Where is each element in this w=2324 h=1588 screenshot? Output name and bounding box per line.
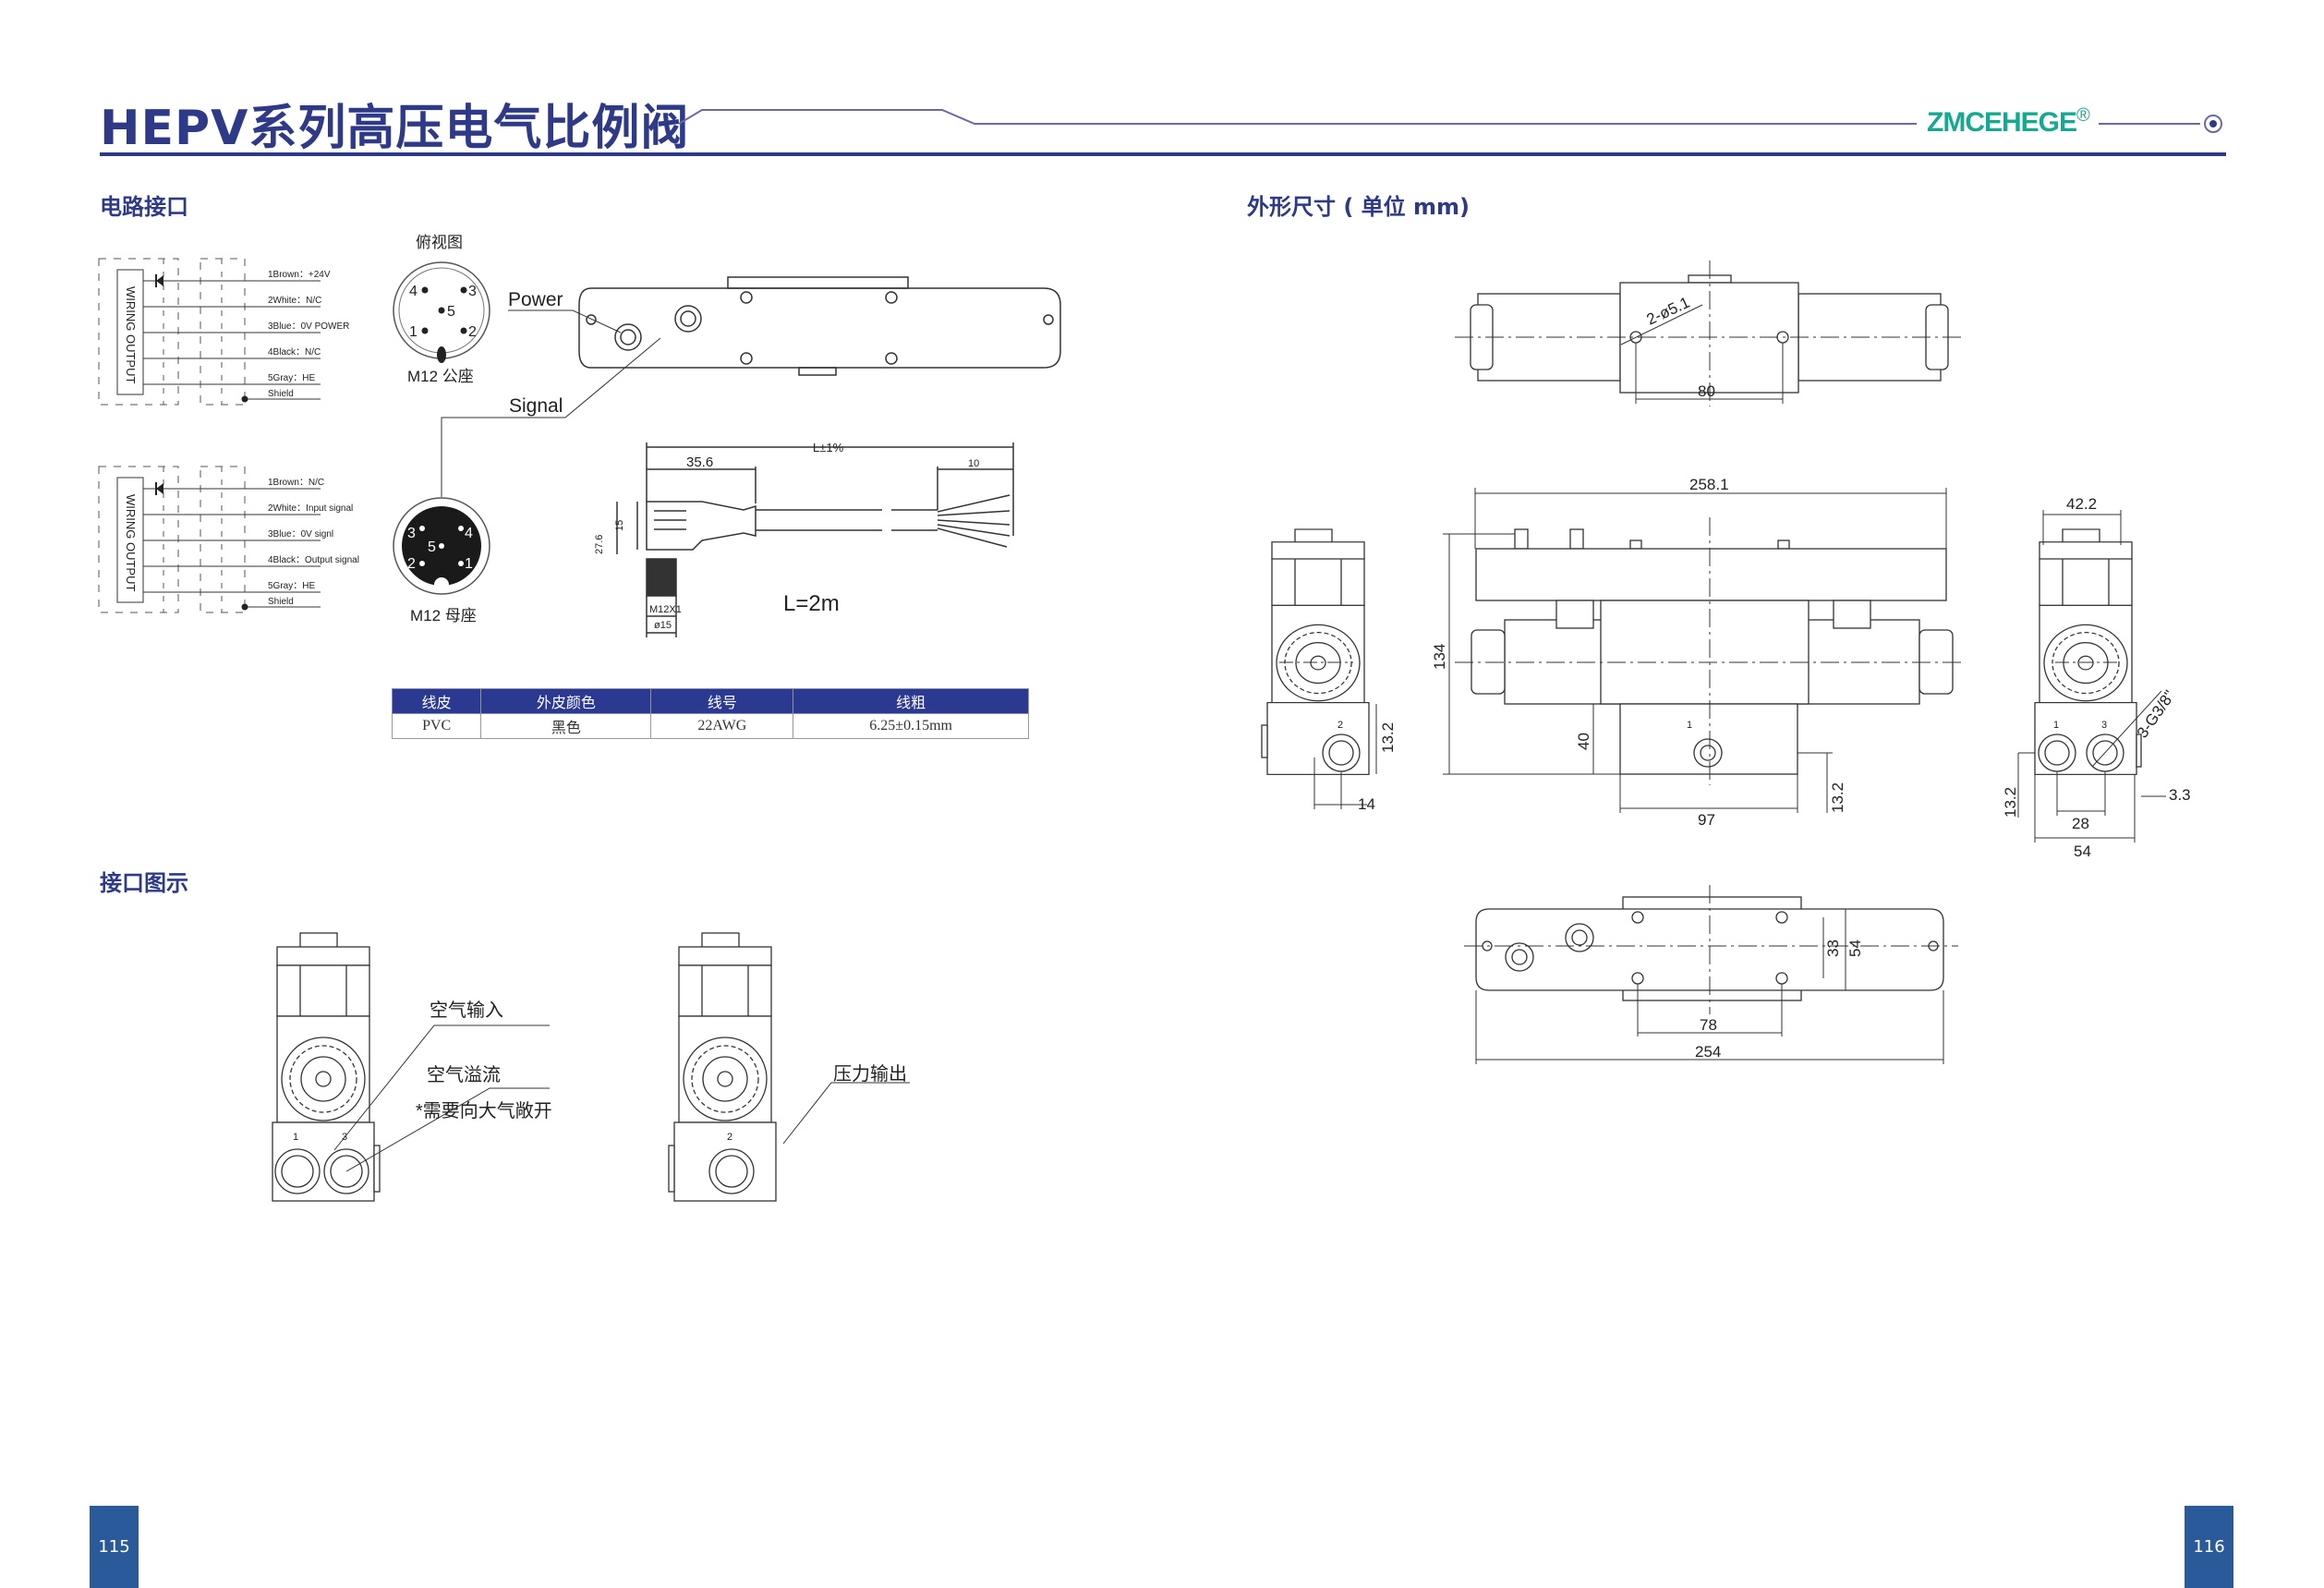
dim-35-6: 35.6 — [686, 455, 713, 470]
section-ports: 接口图示 — [100, 870, 188, 896]
wire-label: 3Blue：0V POWER — [268, 321, 349, 332]
page-title: HEPV系列高压电气比例阀 — [100, 101, 690, 156]
dim-length-tol: L±1% — [813, 441, 844, 455]
connector-plate-drawing — [578, 276, 1061, 376]
dim-80: 80 — [1698, 382, 1715, 400]
dim-40: 40 — [1575, 733, 1592, 750]
svg-text:1: 1 — [465, 556, 473, 572]
wiring-box-label: WIRING OUTPUT — [124, 494, 138, 591]
svg-text:5: 5 — [428, 539, 436, 555]
vent-note-label: *需要向大气敞开 — [416, 1100, 552, 1121]
wire-label: 1Brown：N/C — [268, 478, 324, 488]
table-header: 线皮 — [391, 688, 482, 714]
section-dimensions: 外形尺寸 ( 单位 mm) — [1247, 194, 1471, 220]
dim-97: 97 — [1698, 811, 1715, 829]
wire-label: 4Black：N/C — [268, 347, 321, 358]
cable-length-label: L=2m — [783, 591, 840, 616]
valve-outlet-view: 2 — [668, 932, 777, 1202]
top-view-label: 俯视图 — [416, 234, 463, 251]
power-label: Power — [508, 289, 563, 310]
dim-27-6: 27.6 — [594, 535, 605, 554]
female-connector-label: M12 母座 — [410, 607, 477, 624]
circuit-drawings: WIRING OUTPUT 1Brown：+24V 2White：N/C 3Bl… — [98, 234, 1061, 637]
wire-label: 2White：N/C — [268, 296, 321, 306]
dim-254: 254 — [1695, 1043, 1721, 1061]
pressure-output-label: 压力输出 — [833, 1063, 907, 1085]
air-input-label: 空气输入 — [430, 1000, 503, 1021]
port-number: 3 — [2101, 720, 2107, 731]
svg-text:2: 2 — [407, 556, 416, 572]
wire-label: 2White：Input signal — [268, 503, 353, 514]
dim-15: 15 — [614, 520, 625, 531]
dim-33: 33 — [1824, 939, 1842, 957]
table-row: PVC 黑色 22AWG 6.25±0.15mm — [391, 713, 1029, 739]
svg-text:2: 2 — [727, 1132, 732, 1143]
wire-label: 3Blue：0V signl — [268, 529, 333, 539]
wire-label: 5Gray：HE — [268, 581, 315, 591]
section-circuit: 电路接口 — [100, 194, 188, 220]
svg-text:3: 3 — [407, 526, 416, 541]
dim-78: 78 — [1700, 1016, 1717, 1034]
page-number-right: 116 — [2185, 1506, 2233, 1588]
dim-54: 54 — [2074, 842, 2091, 860]
table-cell: PVC — [391, 713, 482, 739]
wiring-diagram-power: WIRING OUTPUT 1Brown：+24V 2White：N/C 3Bl… — [98, 258, 349, 406]
dim-13-2: 13.2 — [2002, 787, 2019, 818]
signal-label: Signal — [509, 395, 563, 417]
dim-10: 10 — [968, 458, 979, 469]
port-number: 1 — [2053, 720, 2059, 731]
wiring-diagram-signal: WIRING OUTPUT 1Brown：N/C 2White：Input si… — [98, 466, 359, 613]
wire-label: 5Gray：HE — [268, 373, 315, 383]
svg-text:3: 3 — [468, 284, 477, 299]
dim-134: 134 — [1431, 644, 1448, 670]
dim-13-2: 13.2 — [1379, 722, 1397, 753]
header-rule — [100, 152, 2226, 156]
target-circle-icon — [2204, 115, 2222, 133]
dim-54-bottom: 54 — [1846, 939, 1864, 957]
dim-42-2: 42.2 — [2066, 495, 2097, 513]
wire-label: 4Black：Output signal — [268, 555, 359, 565]
wire-label: 1Brown：+24V — [268, 270, 331, 280]
male-connector-label: M12 公座 — [407, 368, 474, 385]
m12-male-connector: 4 3 5 1 2 — [393, 261, 490, 363]
port-number: 2 — [1338, 720, 1343, 731]
brand-logo: ZMCEHEGE® — [1927, 105, 2090, 139]
air-overflow-label: 空气溢流 — [427, 1064, 501, 1085]
svg-text:2: 2 — [468, 324, 477, 340]
port-number: 1 — [1687, 720, 1692, 731]
wire-label: Shield — [268, 389, 294, 399]
svg-text:1: 1 — [409, 324, 418, 340]
table-cell: 22AWG — [650, 713, 794, 739]
thread-label: M12X1 — [649, 604, 682, 615]
brand-name: ZMCEHEGE — [1927, 107, 2077, 138]
diameter-label: ø15 — [654, 620, 672, 631]
dim-28: 28 — [2072, 815, 2089, 832]
svg-text:5: 5 — [447, 304, 455, 320]
dim-14: 14 — [1358, 795, 1375, 813]
m12-female-connector: 3 4 5 2 1 — [393, 497, 490, 595]
valve-inlet-view: 1 3 — [272, 932, 381, 1202]
svg-text:4: 4 — [465, 526, 473, 541]
wiring-box-label: WIRING OUTPUT — [124, 286, 138, 383]
dim-13-2: 13.2 — [1829, 782, 1846, 813]
svg-text:4: 4 — [409, 284, 418, 299]
front-view-drawing — [1471, 528, 1954, 775]
dim-258-1: 258.1 — [1689, 476, 1729, 493]
table-cell: 黑色 — [480, 713, 652, 739]
left-end-view-drawing — [1266, 528, 1370, 776]
dim-3-3: 3.3 — [2169, 786, 2191, 804]
registered-mark: ® — [2076, 105, 2090, 126]
cable-spec-table: 线皮 外皮颜色 线号 线粗 PVC 黑色 22AWG 6.25±0.15mm — [391, 688, 1029, 739]
table-cell: 6.25±0.15mm — [793, 713, 1029, 739]
header-decoration — [678, 109, 2222, 133]
cable-drawing — [616, 442, 1014, 637]
wire-label: Shield — [268, 597, 294, 607]
svg-text:1: 1 — [293, 1132, 298, 1143]
page-number-left: 115 — [90, 1506, 139, 1588]
